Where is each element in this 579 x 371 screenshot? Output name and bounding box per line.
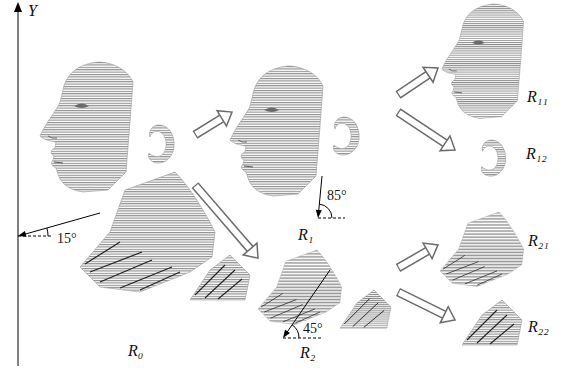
shoulder-cloud (190, 255, 250, 300)
hollow-arrow (398, 112, 455, 151)
label-anchor: Y (27, 3, 38, 19)
angle-label: 85° (326, 188, 348, 204)
ear-cloud (333, 117, 359, 155)
arrow-shaft-outline (398, 292, 444, 315)
arrow-shaft-outline (195, 118, 222, 134)
arrow-head (217, 111, 232, 126)
angle-label: 15° (56, 231, 78, 247)
arrow-shaft-outline (195, 185, 250, 249)
region-label: R₁₁ (527, 88, 548, 106)
arrow-shaft-fill (399, 74, 428, 94)
arrow-head (243, 243, 258, 258)
arrow-shaft-outline (398, 75, 428, 95)
angle-mark (283, 270, 330, 338)
arrow-shaft-fill (399, 113, 445, 144)
normal-arrowhead (316, 210, 322, 218)
face-cloud (230, 66, 323, 196)
hollow-arrow (398, 292, 455, 323)
region-group: R₂ (258, 250, 398, 366)
hollow-arrow (398, 243, 438, 268)
region-group: R₂₁ (438, 205, 555, 300)
face-cloud (40, 62, 133, 192)
arrow-head (423, 67, 438, 82)
arrow-head (440, 307, 455, 323)
ear-cloud (481, 140, 505, 176)
normal-line (319, 176, 322, 212)
shoulder-cloud (340, 290, 391, 328)
axis-label: Y (27, 3, 38, 19)
neck-cloud (440, 212, 524, 286)
reference-line (18, 236, 52, 237)
hollow-arrow (398, 67, 438, 95)
axis-arrowhead (14, 2, 22, 12)
label-anchor: 85° (326, 188, 348, 204)
angle-label: 45° (302, 321, 324, 337)
region-label: R₂₁ (528, 232, 549, 250)
arrow-head (440, 136, 455, 151)
region-group: R₁₁ (438, 4, 558, 119)
angle-arc (292, 325, 299, 338)
angle-arc (319, 204, 332, 218)
normal-arrowhead (283, 330, 290, 338)
angle-arc (47, 228, 48, 236)
shoulder-cloud (462, 300, 522, 345)
region-label: R₁₂ (526, 145, 547, 163)
arrow-shaft-fill (399, 251, 428, 268)
face-cloud (442, 4, 524, 118)
region-group: R₁₂ (455, 135, 555, 180)
arrow-shaft-fill (196, 186, 251, 249)
hollow-arrow (195, 111, 232, 135)
label-anchor: 45° (302, 321, 324, 337)
hollow-arrow (195, 185, 258, 258)
region-group: R₁ (232, 60, 398, 246)
region-label: R₂ (300, 344, 315, 362)
region-group: R₀ (35, 55, 195, 367)
y-axis (14, 2, 22, 366)
arrow-shaft-fill (196, 118, 222, 134)
region-group: R₂₂ (455, 298, 560, 358)
region-label: R₁ (298, 226, 313, 244)
arrow-shaft-fill (399, 293, 445, 315)
region-label: R₂₂ (528, 318, 549, 336)
axis-line (18, 10, 19, 366)
label-anchor: 15° (56, 231, 78, 247)
region-label: R₀ (128, 342, 143, 360)
arrow-shaft-outline (398, 112, 445, 143)
arrow-shaft-outline (398, 251, 428, 268)
ear-cloud (148, 125, 174, 163)
reference-line (283, 338, 322, 339)
arrow-head (423, 243, 438, 259)
